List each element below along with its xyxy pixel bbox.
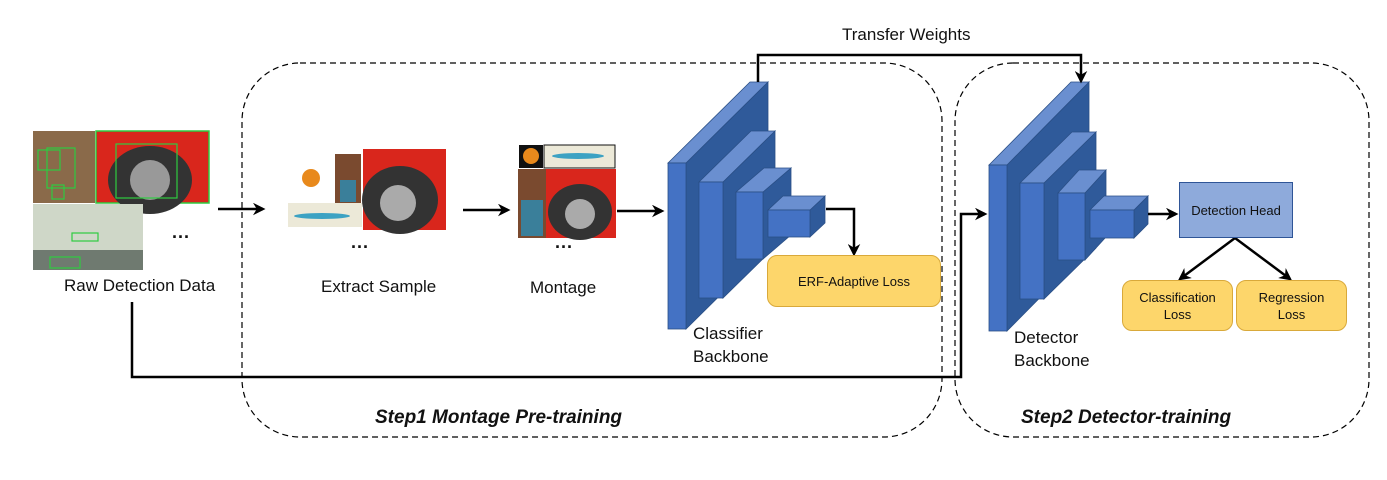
arrow-head-to-cls-loss bbox=[1177, 236, 1236, 281]
arrow-classifier-to-loss bbox=[826, 207, 861, 257]
detection-head-label: Detection Head bbox=[1191, 202, 1281, 218]
regression-loss-label-2: Loss bbox=[1277, 306, 1306, 322]
classifier-backbone-label-1: Classifier bbox=[693, 324, 763, 343]
detector-layer-2-front bbox=[1019, 182, 1045, 300]
classifier-backbone bbox=[667, 81, 827, 330]
arrow-transfer-weights bbox=[756, 53, 1088, 84]
detector-backbone-label-2: Backbone bbox=[1014, 351, 1090, 370]
detector-layer-3 bbox=[1057, 168, 1107, 262]
step1-container bbox=[241, 62, 943, 438]
classifier-backbone-label-2: Backbone bbox=[693, 347, 769, 366]
classifier-layer-3-front bbox=[735, 191, 764, 260]
regression-loss-box: Regression Loss bbox=[1236, 280, 1347, 331]
step2-container bbox=[954, 62, 1370, 438]
raw-detection-label: Raw Detection Data bbox=[64, 276, 216, 295]
step1-title: Step1 Montage Pre-training bbox=[375, 407, 623, 428]
classification-loss-label-1: Classification bbox=[1139, 289, 1216, 305]
classifier-layer-4 bbox=[766, 195, 827, 238]
detector-layer-1-front bbox=[988, 164, 1008, 332]
classification-loss-label-2: Loss bbox=[1163, 306, 1192, 322]
arrow-head-to-reg-loss bbox=[1234, 236, 1293, 281]
detector-backbone-label-1: Detector bbox=[1014, 328, 1079, 347]
erf-adaptive-loss-box: ERF-Adaptive Loss bbox=[767, 255, 941, 307]
sample-orange bbox=[302, 169, 320, 187]
detection-head-box: Detection Head bbox=[1179, 182, 1293, 238]
raw-detection-images bbox=[33, 130, 210, 270]
detector-layer-4-front bbox=[1089, 209, 1135, 239]
classifier-layer-4-front bbox=[767, 209, 811, 238]
detector-layer-4 bbox=[1089, 195, 1149, 239]
montage-ellipsis: ... bbox=[555, 232, 574, 252]
montage-image bbox=[518, 144, 616, 240]
transfer-weights-label: Transfer Weights bbox=[842, 25, 971, 44]
detector-backbone bbox=[988, 81, 1149, 332]
classification-loss-box: Classification Loss bbox=[1122, 280, 1233, 331]
step2-title: Step2 Detector-training bbox=[1021, 407, 1232, 428]
extract-sample-images bbox=[288, 149, 446, 234]
classifier-layer-1-front bbox=[667, 162, 687, 330]
erf-adaptive-loss-label: ERF-Adaptive Loss bbox=[798, 273, 910, 289]
classifier-layer-2-front bbox=[698, 181, 724, 299]
extract-sample-label: Extract Sample bbox=[321, 277, 437, 296]
raw-ellipsis: ... bbox=[172, 222, 191, 242]
detector-layer-3-front bbox=[1057, 192, 1086, 261]
regression-loss-label-1: Regression bbox=[1258, 289, 1325, 305]
montage-label: Montage bbox=[530, 278, 597, 297]
extract-ellipsis: ... bbox=[351, 232, 370, 252]
arrow-raw-to-detector bbox=[130, 207, 988, 379]
